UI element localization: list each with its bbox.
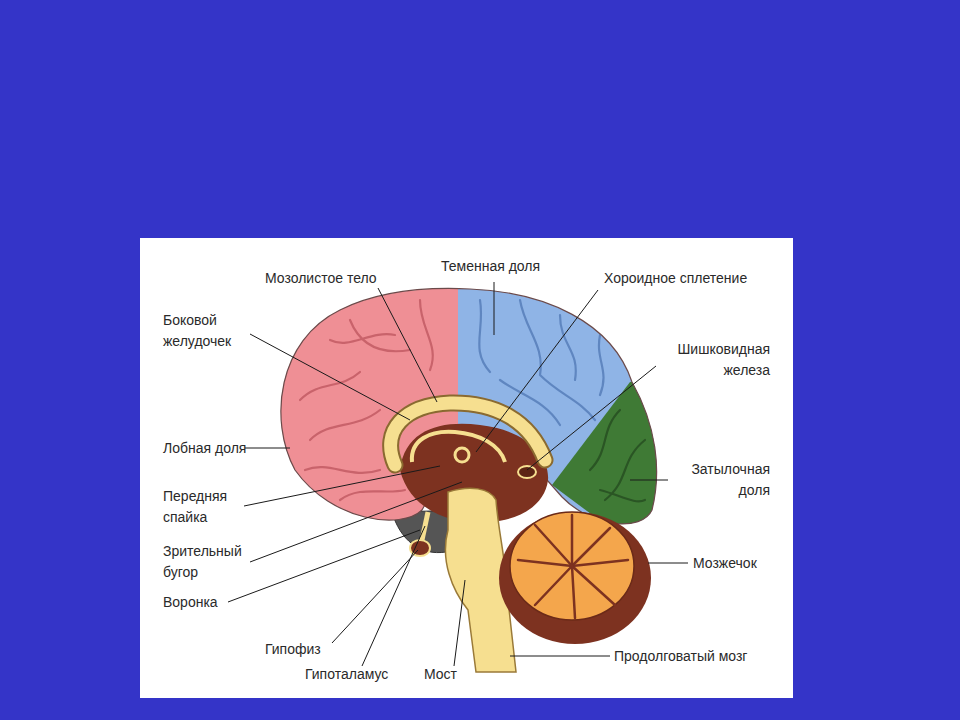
part-label: Гипофиз bbox=[265, 639, 321, 660]
part-label: Зрительный бугор bbox=[163, 541, 258, 583]
part-label: Продолговатый мозг bbox=[614, 646, 747, 667]
part-label: Хороидное сплетение bbox=[604, 268, 747, 289]
part-label: Воронка bbox=[163, 592, 218, 613]
part-label: Передняя спайка bbox=[163, 486, 248, 528]
part-label: Лобная доля bbox=[163, 438, 246, 459]
part-label: Затылочная доля bbox=[668, 459, 770, 501]
part-label: Боковой желудочек bbox=[163, 310, 253, 352]
part-label: Теменная доля bbox=[441, 256, 540, 277]
part-label: Мост bbox=[424, 664, 457, 685]
part-label: Мозолистое тело bbox=[265, 268, 377, 289]
part-label: Шишковидная железа bbox=[648, 339, 770, 381]
part-label: Мозжечок bbox=[693, 553, 757, 574]
part-label: Гипоталамус bbox=[305, 664, 388, 685]
